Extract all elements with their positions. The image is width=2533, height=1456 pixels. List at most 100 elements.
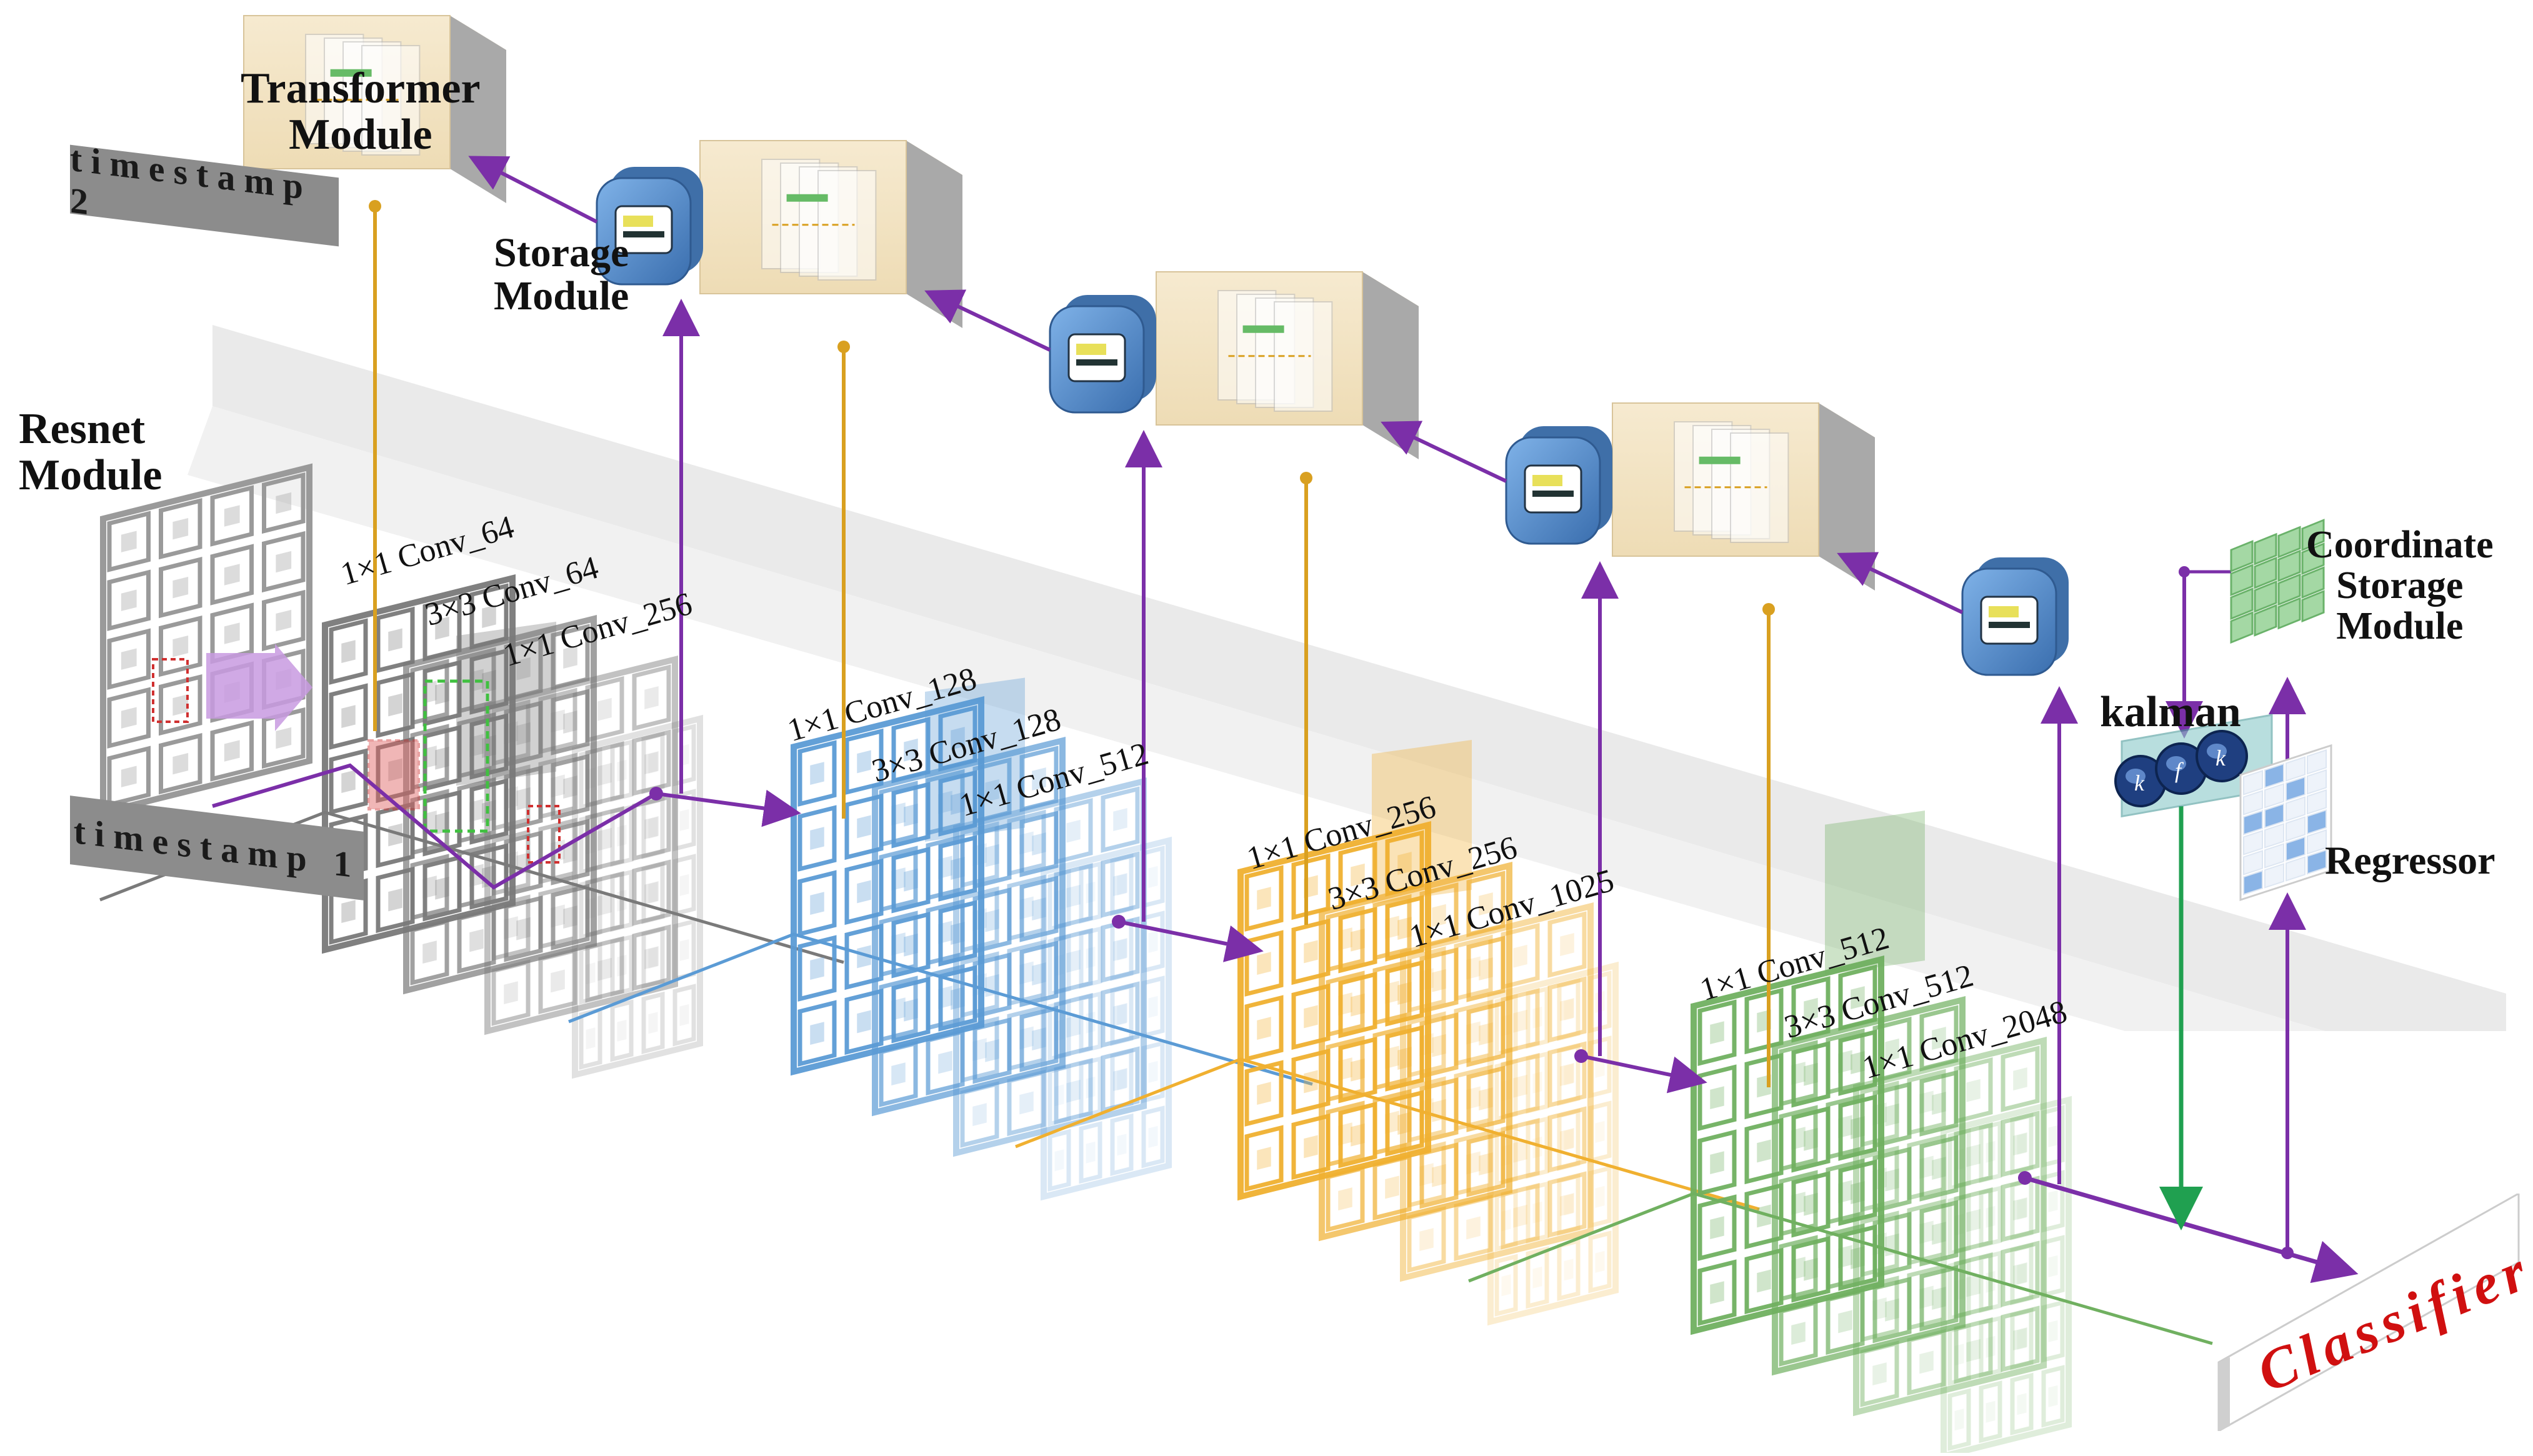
coordinate-cell: [2230, 564, 2254, 597]
stage3-panel-a-cell-core: [1397, 852, 1412, 875]
stage3-panel-b-cell-core: [1479, 892, 1493, 915]
orange-link-dot-2: [837, 341, 850, 353]
stage2-panel-a-cell-core: [857, 750, 871, 774]
stage4-panel-b-cell-core: [1791, 1322, 1806, 1345]
stage1-panel-c-cell: [632, 794, 671, 861]
stage2-panel-c-cell: [1054, 863, 1093, 930]
stage2-panel-d-cell-core: [1054, 1019, 1064, 1042]
storage-module-3-window-mark: [1532, 475, 1562, 486]
stage3-panel-b-cell-core: [1338, 992, 1352, 1016]
stage2-panel-d-cell-core: [1054, 1084, 1064, 1107]
stage4-panel-b-cell-core: [1932, 1027, 1946, 1050]
storage-module-3: [1505, 426, 1612, 545]
stage4-panel-d-cell: [2010, 1307, 2034, 1370]
stage1-panel-d-cell-core: [679, 874, 689, 896]
stage1-panel-b-cell: [551, 819, 590, 885]
stage1-panel-c-cell: [538, 882, 577, 950]
stage2-panel-d-cell: [1079, 991, 1102, 1054]
stage4-panel-a-cell-core: [1851, 986, 1865, 1009]
stage4-panel-c: [1853, 1036, 2047, 1417]
kalman-node-label-3: k: [2216, 745, 2226, 770]
stage1-panel-b-cell: [410, 659, 449, 726]
stage4-panel-a-cell-core: [1710, 1151, 1724, 1175]
stage2-panel-b-cell: [926, 1029, 965, 1096]
resnet-input-grid-cell-core: [172, 752, 189, 775]
stage3-panel-b: [1319, 861, 1512, 1242]
stage3-panel-c-cell-core: [1466, 1086, 1481, 1110]
stage1-panel-c-cell: [585, 741, 624, 808]
stage1-panel-b-cell-core: [563, 711, 577, 734]
stage1-panel-c-cell-core: [644, 881, 659, 904]
stage1-panel-c-cell-core: [597, 827, 612, 851]
stage1-panel-b-cell-core: [422, 940, 437, 964]
regressor-cell: [2286, 836, 2306, 862]
stage3-panel-c-cell: [1547, 1041, 1587, 1108]
stage3-panel-a-cell-core: [1351, 863, 1365, 887]
stage1-red-focus: [367, 739, 420, 810]
stage4-panel-b-cell-core: [1885, 1103, 1899, 1127]
stage4-panel-d-cell: [2041, 1170, 2065, 1233]
stage3-panel-c-cell: [1454, 1129, 1493, 1197]
stage4-panel-d-cell: [2041, 1235, 2065, 1298]
classifier-box: Classifier: [2212, 1192, 2533, 1433]
stage3-panel-c-cell-core: [1419, 1228, 1434, 1252]
regressor-cell: [2264, 823, 2284, 849]
stage2-panel-c-cell: [1054, 798, 1093, 865]
stage3-panel-c-cell-core: [1513, 1139, 1527, 1163]
stage3-panel-c-cell-core: [1466, 956, 1481, 980]
stage2-panel-c-cell-core: [972, 1103, 987, 1127]
stage3-panel-c-cell-core: [1466, 1021, 1481, 1045]
stage3-panel-d-cell: [1557, 1043, 1581, 1106]
stage4-panel-b-cell: [1872, 1017, 1912, 1084]
stage3-panel-c-cell: [1407, 1206, 1446, 1273]
stage2-panel-a-cell: [797, 1000, 837, 1067]
stage3-panel-c-cell: [1501, 988, 1540, 1055]
stage3-panel-c-cell: [1407, 1076, 1446, 1143]
kalman-node-shine-2: [2166, 756, 2186, 771]
stage4-panel-b-cell-core: [1791, 1192, 1806, 1215]
stage3-panel-c-cell: [1454, 999, 1493, 1067]
stage4-panel-b-cell: [1919, 1135, 1959, 1202]
stage2-panel-c-cell-core: [1019, 831, 1034, 855]
stage1-panel-d: [572, 714, 703, 1079]
stage4-panel-c-cell: [1954, 1317, 1993, 1384]
stage4-panel-c-cell: [1907, 1329, 1946, 1396]
stage2-panel-c-cell: [1007, 1069, 1046, 1137]
regressor-cell: [2243, 790, 2263, 815]
stage4-panel-c-cell: [1907, 1264, 1946, 1331]
stage3-panel-b-cell: [1419, 1012, 1459, 1079]
stage1-panel-d-cell-core: [617, 889, 627, 912]
stage3-panel-b-cell: [1466, 870, 1506, 937]
stage3-panel-d-cell-core: [1532, 1071, 1542, 1094]
stage3-panel-c-cell: [1501, 1118, 1540, 1185]
stage2-panel-b-cell: [879, 1040, 918, 1107]
resnet-input-grid-cell: [262, 472, 306, 534]
stage2-panel-a-cell: [797, 870, 837, 937]
stage3-panel-c-cell: [1547, 1171, 1587, 1238]
transformer-box-2-layer-mark: [1242, 325, 1284, 333]
coordinate-storage-module-text: Coordinate Storage Module: [2306, 524, 2494, 648]
stage3-panel-b-cell: [1326, 1100, 1365, 1167]
stage4-panel-b-cell: [1779, 1170, 1818, 1237]
stage1-panel-a-cell-core: [482, 605, 496, 628]
resnet-input-grid-cell-core: [121, 648, 137, 670]
stage3-panel-b-cell: [1466, 935, 1506, 1002]
coordinate-cell: [2277, 526, 2301, 559]
stage4-panel-b-cell: [1872, 1277, 1912, 1344]
stage4-panel-b-cell: [1779, 1040, 1818, 1107]
stage1-panel-a-cell-core: [388, 888, 402, 912]
stage2-panel-b-cell: [926, 769, 965, 836]
stage3-panel-b-cell: [1419, 1077, 1459, 1144]
stage2-panel-b-cell-core: [891, 932, 906, 956]
stage1-panel-c-cell-core: [551, 774, 565, 798]
coordinate-cell: [2254, 556, 2277, 589]
stage4-panel-a-cell-core: [1757, 1204, 1771, 1228]
stage4-panel-d-cell-core: [1954, 1344, 1964, 1366]
stage2-panel-d-cell-core: [1054, 889, 1064, 912]
kalman-node-shine-1: [2126, 769, 2146, 784]
stage2-panel-a-cell: [797, 935, 837, 1002]
stage4-panel-c-cell-core: [1872, 1362, 1887, 1386]
stage1-panel-b-cell: [410, 724, 449, 790]
stage4-panel-b-cell-core: [1838, 1115, 1852, 1139]
